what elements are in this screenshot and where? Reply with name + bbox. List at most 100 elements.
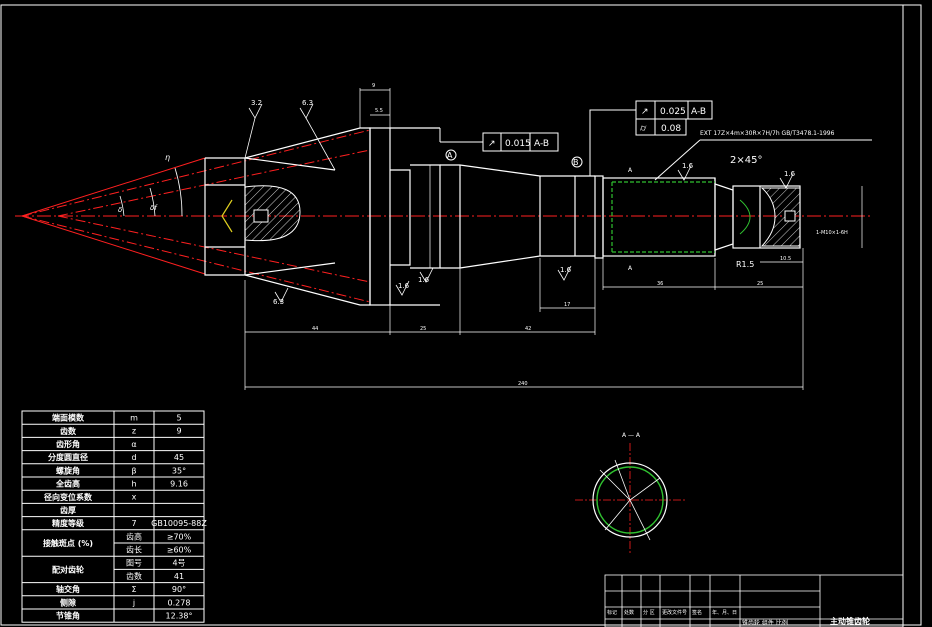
small-thread-note: 1-M10×1-6H [816,230,848,236]
outer-frame [0,4,922,626]
param-value-11: 90° [172,585,186,594]
param-value-9: ≥70% [167,532,192,541]
param-value-0: 5 [176,414,181,423]
dim-top-55: 5.5 [375,108,383,114]
gdt-2-value: 0.025 [660,107,686,117]
param-label-7: 齿厚 [60,505,76,515]
roughness-2: 6.3 [302,99,313,107]
param-value-1: 9 [176,427,181,436]
title-block-text: 标记 处数 分 区 更改文件号 签名 年、月、日 主动锥齿轮 锥齿轮 组件 比例 [607,609,870,627]
gdt-1-value: 0.015 [505,139,531,149]
param-label-1: 齿数 [60,426,77,436]
dim-25b: 25 [757,281,763,287]
gdt-3-symbol: ⌭ [640,124,647,134]
head-section-hatch [244,185,301,242]
dim-105: 10.5 [780,256,791,262]
param-symbol-10: 图号 [126,559,142,568]
datum-markers [445,149,583,168]
angle-label-1: η [165,153,170,162]
param-label-13: 节锥角 [56,611,80,621]
param-sub-symbol-9: 齿长 [126,545,142,555]
param-symbol-2: α [131,440,136,449]
gdt-2-symbol: ↗ [641,107,649,117]
angle-arcs [119,167,183,217]
param-value-5: 9.16 [170,480,188,489]
title-block-grid [604,574,904,627]
param-symbol-6: x [132,493,137,502]
tb-header-0: 标记 [607,609,617,616]
param-symbol-1: z [132,427,136,436]
dim-25a: 25 [420,326,426,332]
param-value-13: 12.38° [166,612,193,621]
roughness-4: 1.6 [682,162,694,170]
param-symbol-5: h [131,480,136,489]
roughness-7: 1.6 [418,276,430,284]
param-label-10: 配对齿轮 [52,564,84,574]
dim-total: 240 [518,381,528,387]
datum-a: A [447,151,453,160]
tb-header-3: 更改文件号 [662,609,687,616]
tb-header-2: 分 区 [643,609,655,616]
end-green-arc [739,199,751,235]
roughness-6: 1.6 [560,266,572,274]
center-drill-highlight [221,199,233,233]
chamfer-note: 2×45° [730,155,762,166]
param-label-12: 侧隙 [60,597,76,607]
tb-subtitle: 锥齿轮 组件 比例 [742,619,788,627]
roughness-3: 6.3 [273,298,284,306]
param-label-5: 全齿高 [55,479,80,489]
radius-note: R1.5 [736,260,754,269]
gdt-3-value: 0.08 [661,124,681,134]
param-table-grid [21,410,205,623]
param-value-3: 45 [174,453,184,462]
param-sub-symbol-10: 齿数 [126,571,142,581]
param-label-9: 接触斑点 (%) [43,538,93,548]
dim-42: 42 [525,326,531,332]
section-title: A — A [622,432,641,439]
center-hole [253,209,269,223]
param-label-11: 轴交角 [56,584,80,594]
tb-header-1: 处数 [624,609,634,616]
section-mark-bottom: A [628,265,633,272]
roughness-5: 1.6 [784,170,796,178]
param-symbol-8: 7 [131,519,136,528]
angle-label-3: δf [150,204,158,212]
roughness-symbols [244,103,794,303]
param-label-2: 齿形角 [56,439,80,449]
dim-44: 44 [312,326,318,332]
param-symbol-11: Σ [131,585,136,594]
dim-top-9: 9 [372,83,375,89]
param-symbol-0: m [130,414,138,423]
param-sub-value-9: ≥60% [167,546,192,555]
spline-spec: EXT 17Z×4m×30R×7H/7h GB/T3478.1-1996 [700,130,835,137]
param-label-0: 端面模数 [52,413,85,423]
section-view-a-a [575,443,685,555]
param-value-10: 4号 [172,559,185,568]
dimension-lines [244,88,863,390]
gdt-1-datum: A-B [534,139,549,149]
param-symbol-3: d [131,453,136,462]
end-hole [784,210,796,222]
gdt-1-symbol: ↗ [488,139,496,149]
end-section-hatch [760,187,801,247]
param-value-8: GB10095-88Z [151,519,207,528]
tb-header-5: 年、月、日 [712,609,737,616]
section-mark-top: A [628,167,633,174]
roughness-8: 1.6 [398,282,410,290]
param-label-8: 精度等级 [52,518,85,528]
spline-thread-lines [611,181,715,253]
cone-construction-lines [21,129,371,303]
param-symbol-12: j [132,598,135,607]
dim-36: 36 [657,281,663,287]
param-symbol-4: β [131,466,136,475]
gdt-2-datum: A-B [691,107,706,117]
param-label-6: 径向变位系数 [44,492,93,502]
param-symbol-9: 齿高 [126,531,142,541]
roughness-1: 3.2 [251,99,262,107]
param-value-12: 0.278 [168,598,191,607]
param-label-4: 螺旋角 [56,465,80,475]
dim-17: 17 [564,302,570,308]
param-value-4: 35° [172,466,186,475]
